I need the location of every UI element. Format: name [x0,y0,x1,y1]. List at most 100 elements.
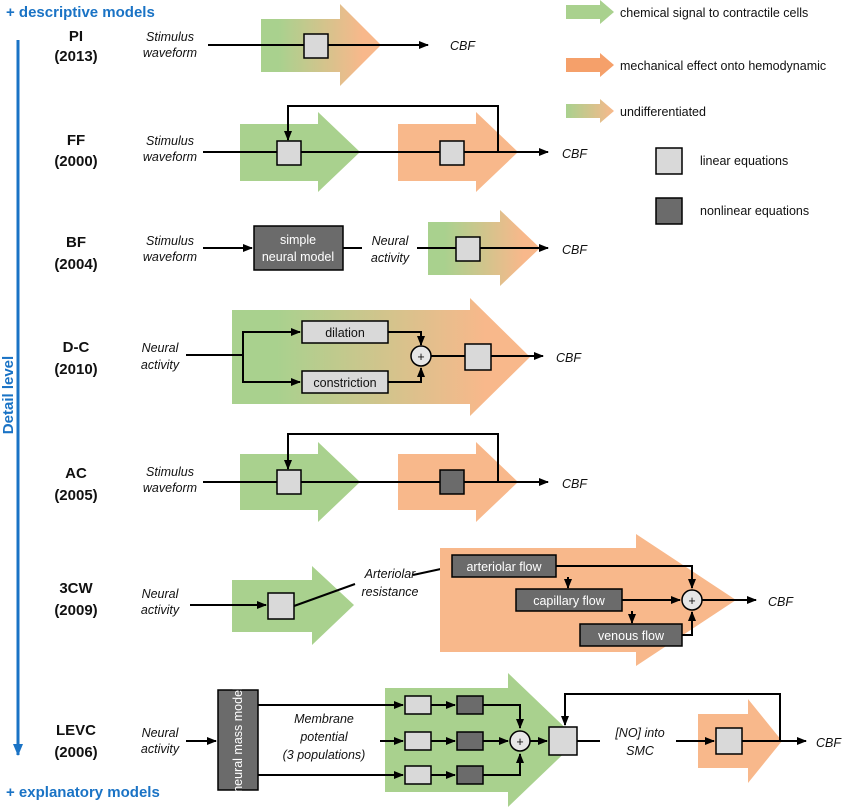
legend-nonlinear-box-icon [655,197,683,225]
model-pi: PI (2013) Stimulus waveform CBF [54,4,476,86]
feedback-line [561,693,781,741]
axis-top-label: + descriptive models [6,4,155,21]
input-label-line2: activity [141,742,180,756]
legend-orange-arrow-icon [566,53,614,77]
nonlinear-block [456,695,484,715]
nonlinear-block [439,469,465,495]
linear-block [404,695,432,715]
constriction-to-sum [388,367,425,383]
legend-chemical: chemical signal to contractile cells [620,6,808,20]
axis-side-label: Detail level [0,356,17,434]
output-label: CBF [562,147,588,161]
input-label-line2: waveform [143,46,197,60]
model-3cw: 3CW (2009) Neural activity Arteriolar re… [54,534,794,666]
mid-label-line1: Neural [372,234,410,248]
model-bf: BF (2004) Stimulus waveform simple neura… [54,210,588,286]
dilation-to-sum [388,331,425,346]
neural-model-line2: neural model [262,250,334,264]
legend-gradient-arrow-icon [566,99,614,123]
membrane-line3: (3 populations) [283,748,366,762]
no-label-line2: SMC [626,744,655,758]
path-1-to-sum [483,704,524,729]
legend-mechanical: mechanical effect onto hemodynamic [620,59,826,73]
path-3-to-sum [483,753,524,776]
output-label: CBF [450,39,476,53]
venous-flow-label: venous flow [598,629,665,643]
capillary-flow-label: capillary flow [533,594,606,608]
venous-to-sum [682,611,696,636]
model-name: FF [67,132,85,149]
constriction-path [242,355,301,386]
linear-block [267,592,295,620]
mid-label-line2: resistance [362,585,419,599]
feedback-line [284,105,499,152]
input-label-line2: waveform [143,481,197,495]
linear-block [276,469,302,495]
model-year: (2000) [54,153,97,170]
sum-symbol: + [417,350,424,364]
model-year: (2005) [54,487,97,504]
linear-block [455,236,481,262]
model-year: (2006) [54,744,97,761]
input-label-line1: Neural [142,587,180,601]
model-year: (2009) [54,602,97,619]
linear-block [404,731,432,751]
output-label: CBF [768,595,794,609]
linear-block [715,727,743,755]
legend-linear-box-icon [655,147,683,175]
linear-block [464,343,492,371]
arteriolar-flow-label: arteriolar flow [466,560,542,574]
output-label: CBF [562,243,588,257]
output-label: CBF [562,477,588,491]
input-label-line2: waveform [143,250,197,264]
model-name: 3CW [59,580,93,597]
model-year: (2013) [54,48,97,65]
input-label-line1: Neural [142,726,180,740]
neural-model-line1: simple [280,233,316,247]
nonlinear-block [456,731,484,751]
resistance-line [293,583,356,607]
sum-symbol: + [688,594,695,608]
input-label-line2: activity [141,603,180,617]
feedback-line [284,433,499,482]
input-label-line1: Stimulus [146,134,194,148]
model-name: LEVC [56,722,96,739]
constriction-label: constriction [313,376,376,390]
model-ac: AC (2005) Stimulus waveform CBF [54,433,588,522]
input-label-line1: Stimulus [146,30,194,44]
legend-nonlinear: nonlinear equations [700,204,809,218]
model-dc: D-C (2010) Neural activity dilation cons… [54,298,582,416]
no-label-line1: [NO] into [614,726,664,740]
legend-linear: linear equations [700,154,788,168]
model-name: AC [65,465,87,482]
mid-label-line2: activity [371,251,410,265]
legend-undifferentiated: undifferentiated [620,105,706,119]
dilation-label: dilation [325,326,365,340]
nonlinear-block [456,765,484,785]
model-year: (2010) [54,361,97,378]
neural-mass-model-label: neural mass model [231,687,245,793]
input-label-line1: Neural [142,341,180,355]
model-levc: LEVC (2006) Neural activity neural mass … [54,673,842,807]
model-ff: FF (2000) Stimulus waveform CBF [54,105,588,192]
model-year: (2004) [54,256,97,273]
sum-symbol: + [516,735,523,749]
arteriolar-to-sum [556,565,696,589]
linear-block [439,140,465,166]
neural-mass-model-block [217,689,259,791]
legend-green-arrow-icon [566,0,614,24]
linear-block [276,140,302,166]
output-label: CBF [816,736,842,750]
dilation-path [242,328,301,355]
linear-block [404,765,432,785]
input-label-line2: activity [141,358,180,372]
linear-block [548,726,578,756]
axis-bottom-label: + explanatory models [6,784,160,801]
membrane-line2: potential [299,730,348,744]
output-label: CBF [556,351,582,365]
mid-label-line1: Arteriolar [364,567,417,581]
input-label-line1: Stimulus [146,465,194,479]
membrane-line1: Membrane [294,712,354,726]
input-label-line2: waveform [143,150,197,164]
